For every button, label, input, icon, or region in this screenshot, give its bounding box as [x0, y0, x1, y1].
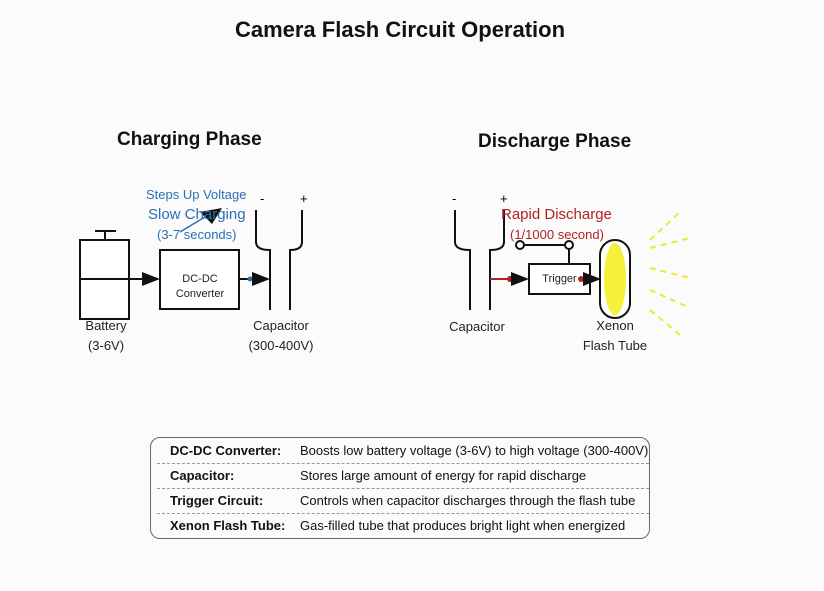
steps-up-arrow-head — [200, 208, 222, 224]
trigger-label: Trigger — [542, 273, 577, 285]
arrow-trigger-tube — [583, 272, 601, 286]
charging-plus-sign: + — [300, 191, 308, 206]
steps-up-voltage-label: Steps Up Voltage — [146, 187, 247, 202]
converter-label-line1: DC-DC — [182, 273, 218, 285]
charging-phase-heading: Charging Phase — [117, 129, 262, 150]
legend-term: Capacitor: — [170, 468, 235, 483]
diagram-title: Camera Flash Circuit Operation — [234, 17, 566, 42]
discharge-minus-sign: - — [452, 191, 457, 206]
legend-term: DC-DC Converter: — [170, 443, 282, 458]
legend-desc: Boosts low battery voltage (3-6V) to hig… — [300, 443, 649, 458]
battery-label: Battery (3-6V) — [66, 316, 146, 356]
arrow-capacitor-trigger — [511, 272, 529, 286]
flash-tube-label-line1: Xenon — [596, 318, 634, 333]
legend-term: Trigger Circuit: — [170, 493, 264, 508]
trigger-switch — [515, 240, 574, 264]
legend-desc: Controls when capacitor discharges throu… — [300, 493, 636, 508]
legend-box: DC-DC Converter: Boosts low battery volt… — [150, 437, 650, 539]
arrow-converter-capacitor — [252, 272, 270, 286]
charging-minus-sign: - — [260, 191, 265, 206]
discharge-phase-heading: Discharge Phase — [478, 131, 632, 152]
flash-tube-label: Xenon Flash Tube — [570, 316, 660, 356]
legend-divider — [157, 463, 649, 464]
legend-row: Trigger Circuit: Controls when capacitor… — [151, 488, 649, 513]
charging-capacitor-label: Capacitor (300-400V) — [236, 316, 326, 356]
arrow-battery-converter — [142, 272, 160, 286]
light-rays — [649, 211, 691, 336]
charging-capacitor-symbol — [255, 210, 303, 310]
rapid-discharge-label: Rapid Discharge — [501, 206, 612, 223]
converter-label: DC-DC Converter — [160, 272, 240, 302]
battery-label-range: (3-6V) — [87, 338, 125, 353]
charging-capacitor-name: Capacitor — [253, 318, 309, 333]
discharge-capacitor-label: Capacitor — [449, 319, 505, 334]
legend-term: Xenon Flash Tube: — [170, 518, 286, 533]
legend-row: Xenon Flash Tube: Gas-filled tube that p… — [151, 513, 649, 538]
charging-capacitor-range: (300-400V) — [248, 338, 314, 353]
dc-dc-converter-box — [159, 249, 240, 310]
flash-glow — [604, 243, 626, 315]
discharge-capacitor-symbol — [454, 210, 505, 310]
legend-divider — [157, 513, 649, 514]
converter-label-line2: Converter — [175, 288, 225, 300]
battery-label-name: Battery — [85, 318, 127, 333]
discharge-plus-sign: + — [500, 191, 508, 206]
battery-symbol — [79, 230, 130, 320]
legend-row: DC-DC Converter: Boosts low battery volt… — [151, 438, 649, 463]
discharge-duration-label: (1/1000 second) — [510, 227, 604, 242]
legend-desc: Stores large amount of energy for rapid … — [300, 468, 587, 483]
legend-row: Capacitor: Stores large amount of energy… — [151, 463, 649, 488]
legend-desc: Gas-filled tube that produces bright lig… — [300, 518, 626, 533]
slow-charging-label: Slow Charging — [148, 206, 246, 223]
legend-divider — [157, 488, 649, 489]
charging-duration-label: (3-7 seconds) — [157, 227, 237, 242]
flash-tube-label-line2: Flash Tube — [582, 338, 648, 353]
